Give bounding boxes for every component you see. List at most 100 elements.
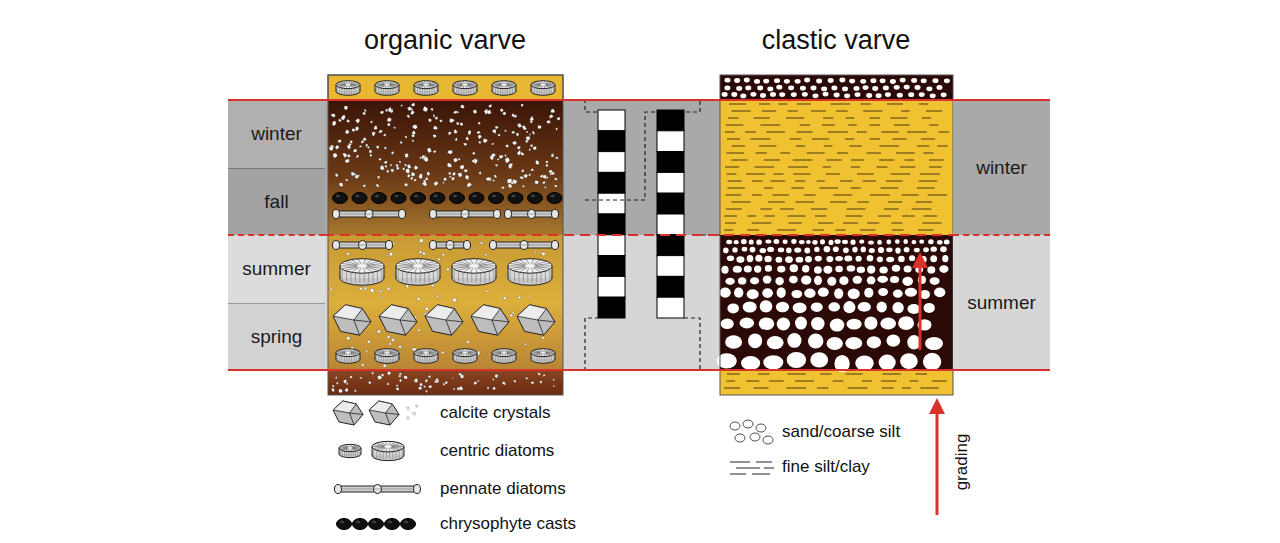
speck [390, 164, 392, 166]
centric-diatom [372, 441, 404, 460]
sand-grain [724, 86, 730, 91]
clay-lamina [800, 125, 811, 126]
chrysophyte-cast [508, 193, 523, 204]
diatom-ray [389, 353, 395, 355]
sand-grain [818, 288, 829, 297]
diatom-ray [415, 353, 423, 355]
diatom-ray [341, 265, 356, 266]
diatom-ray [376, 443, 385, 445]
speck [414, 179, 417, 182]
sand-grain [858, 302, 871, 312]
speck [396, 388, 399, 391]
sand-grain [867, 276, 876, 284]
speck [512, 114, 515, 118]
speck [507, 179, 512, 184]
speck [363, 137, 367, 141]
top-layer [720, 75, 953, 100]
varve-boundary [228, 99, 325, 101]
diatom-valve [492, 81, 516, 89]
sand-grain [834, 93, 840, 98]
clay-lamina [891, 223, 902, 224]
speck [360, 377, 362, 379]
speck [346, 383, 348, 385]
sand-grain [849, 79, 855, 84]
sand-grain [904, 247, 910, 252]
clay-lamina [754, 388, 769, 389]
clay-lamina [727, 174, 737, 175]
sand-grain [774, 239, 780, 244]
speck [346, 252, 350, 255]
diatom-stria [493, 270, 494, 282]
speck [504, 154, 506, 157]
speck [368, 381, 371, 384]
speck [468, 130, 471, 135]
sand-grain [931, 247, 937, 252]
speck [379, 290, 382, 293]
clay-lamina [811, 209, 827, 210]
diatom-stria [436, 87, 437, 94]
clay-lamina [746, 381, 759, 382]
sand-grain [908, 92, 914, 97]
speck [406, 407, 409, 410]
clay-lamina [813, 230, 825, 231]
diatom-stria [433, 270, 434, 282]
clay-lamina [879, 160, 894, 161]
speck [535, 160, 539, 165]
diatom-ray [532, 84, 540, 85]
speck [396, 385, 399, 387]
clay-lamina [857, 132, 867, 133]
diatom-ray [546, 84, 554, 85]
diatom-stria [475, 87, 476, 94]
diatom-ray [417, 350, 423, 352]
chrysophyte-cast [353, 519, 368, 530]
speck [439, 119, 442, 122]
clay-lamina [752, 195, 762, 196]
sand-grain [821, 87, 827, 92]
speck [347, 144, 351, 149]
sand-grain [870, 78, 876, 83]
sand-grain [762, 288, 773, 298]
speck [546, 120, 550, 124]
chrysophyte-cast [547, 193, 562, 204]
speck [434, 181, 439, 186]
clay-lamina [916, 374, 927, 375]
diatom-stria [342, 270, 343, 282]
diatom-ray [353, 446, 360, 448]
diatom-ray [533, 260, 541, 264]
clay-lamina [922, 223, 941, 224]
clay-lamina [724, 388, 740, 389]
diatom-ray [454, 351, 462, 353]
diatom-ray [390, 85, 398, 87]
clay-lamina [760, 209, 772, 210]
speck [492, 379, 494, 381]
diatom-ray [467, 354, 471, 356]
sand-grain [877, 302, 887, 313]
speck [554, 178, 557, 181]
clay-lamina [747, 230, 759, 231]
top-layer [328, 75, 563, 100]
varve-boundary [228, 99, 1050, 101]
speck [459, 373, 462, 376]
speck [538, 125, 542, 129]
speck [456, 122, 459, 125]
diatom-valve [453, 81, 477, 89]
clay-lamina [836, 111, 847, 112]
speck [399, 379, 401, 382]
diatom-stria [510, 270, 511, 282]
diatom-ray [454, 85, 462, 87]
pennate-raphe [511, 214, 552, 215]
sand-grain [942, 255, 948, 262]
diatom-ray [520, 268, 528, 272]
sand-grain [897, 93, 903, 98]
diatom-ray [415, 352, 423, 353]
clay-lamina [815, 216, 826, 217]
diatom-stria [402, 450, 403, 459]
speck [346, 336, 350, 340]
speck [387, 287, 391, 290]
clay-lamina [929, 160, 944, 161]
sand-grain [720, 288, 731, 298]
sand-grain [842, 87, 848, 92]
diatom-ray [389, 354, 393, 356]
speck [433, 134, 437, 138]
sand-grain [894, 85, 900, 90]
